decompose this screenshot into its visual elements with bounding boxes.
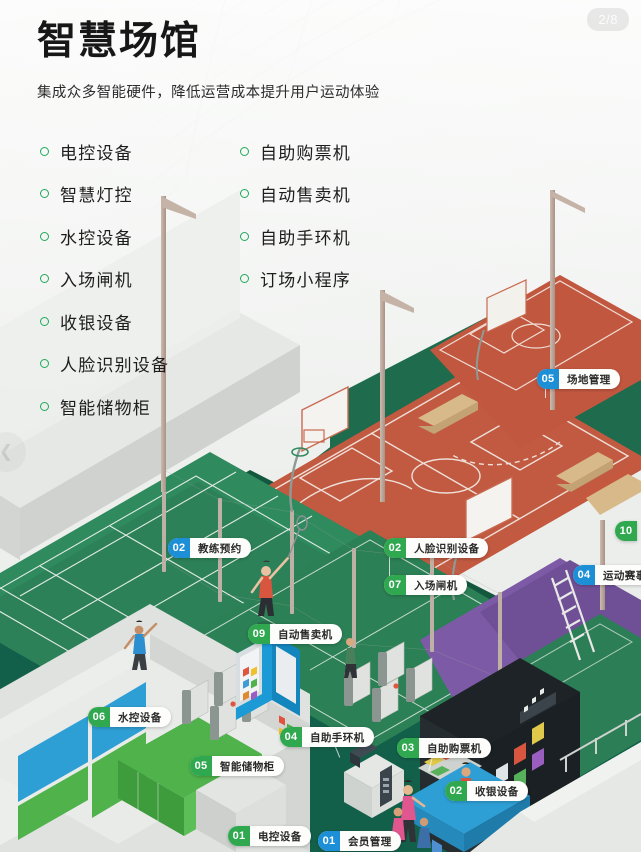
callout-number: 02 <box>384 538 406 558</box>
callout-number: 02 <box>168 538 190 558</box>
feature-label: 智慧灯控 <box>60 186 133 206</box>
callout-02-教练预约[interactable]: 02 教练预约 <box>168 538 251 558</box>
leader-line-facial <box>389 548 390 576</box>
circle-outline-icon <box>40 359 49 369</box>
circle-outline-icon <box>40 189 49 199</box>
feature-label: 智能储物柜 <box>60 398 151 418</box>
callout-label: 自助手环机 <box>310 731 365 744</box>
circle-outline-icon <box>40 401 49 411</box>
callout-03-自助购票机[interactable]: 03 自助购票机 <box>397 738 491 758</box>
feature-list: 电控设备智慧灯控水控设备入场闸机收银设备人脸识别设备智能储物柜 自助购票机自动售卖… <box>40 130 460 428</box>
page-indicator: 2/8 <box>587 8 629 31</box>
circle-outline-icon <box>40 316 49 326</box>
callout-label: 水控设备 <box>118 711 162 724</box>
callout-label: 自动售卖机 <box>278 628 333 641</box>
feature-item-left-5: 人脸识别设备 <box>40 343 210 386</box>
callout-label: 电控设备 <box>258 830 302 843</box>
feature-item-right-2: 自助手环机 <box>240 215 410 258</box>
circle-outline-icon <box>40 146 49 156</box>
callout-number: 06 <box>88 707 110 727</box>
callout-number: 03 <box>397 738 419 758</box>
callout-number: 07 <box>384 575 406 595</box>
page-subtitle: 集成众多智能硬件，降低运营成本提升用户运动体验 <box>37 84 380 101</box>
callout-label: 智能储物柜 <box>220 760 275 773</box>
callout-number: 05 <box>537 369 559 389</box>
callout-number: 01 <box>228 826 250 846</box>
callout-label: 运动赛事 <box>603 569 641 582</box>
feature-item-left-6: 智能储物柜 <box>40 385 210 428</box>
feature-label: 订场小程序 <box>260 271 351 291</box>
feature-label: 水控设备 <box>60 228 133 248</box>
circle-outline-icon <box>240 274 249 284</box>
header-block: 智慧场馆 集成众多智能硬件，降低运营成本提升用户运动体验 <box>37 20 597 102</box>
feature-item-left-2: 水控设备 <box>40 215 210 258</box>
feature-label: 收银设备 <box>60 313 133 333</box>
feature-item-left-1: 智慧灯控 <box>40 173 210 216</box>
feature-item-left-3: 入场闸机 <box>40 258 210 301</box>
circle-outline-icon <box>40 231 49 241</box>
callout-number: 10 <box>615 521 637 541</box>
feature-label: 入场闸机 <box>60 271 133 291</box>
callout-01-会员管理[interactable]: 01 会员管理 <box>318 831 401 851</box>
callout-label: 自助购票机 <box>427 742 482 755</box>
callout-label: 会员管理 <box>348 835 392 848</box>
callout-label: 教练预约 <box>198 542 242 555</box>
callout-label: 入场闸机 <box>414 579 458 592</box>
feature-label: 人脸识别设备 <box>60 356 170 376</box>
callout-number: 04 <box>573 565 595 585</box>
feature-label: 电控设备 <box>60 143 133 163</box>
callout-number: 01 <box>318 831 340 851</box>
callout-label: 收银设备 <box>475 785 519 798</box>
callout-04-自助手环机[interactable]: 04 自助手环机 <box>280 727 374 747</box>
feature-label: 自助购票机 <box>260 143 351 163</box>
feature-label: 自助手环机 <box>260 228 351 248</box>
callout-05-智能储物柜[interactable]: 05 智能储物柜 <box>190 756 284 776</box>
callout-09-自动售卖机[interactable]: 09 自动售卖机 <box>248 624 342 644</box>
feature-item-right-0: 自助购票机 <box>240 130 410 173</box>
circle-outline-icon <box>40 274 49 284</box>
callout-01-电控设备[interactable]: 01 电控设备 <box>228 826 311 846</box>
feature-item-right-3: 订场小程序 <box>240 258 410 301</box>
callout-06-水控设备[interactable]: 06 水控设备 <box>88 707 171 727</box>
callout-number: 09 <box>248 624 270 644</box>
callout-number: 04 <box>280 727 302 747</box>
callout-02-收银设备[interactable]: 02 收银设备 <box>445 781 528 801</box>
callout-05-场地管理[interactable]: 05 场地管理 <box>537 369 620 389</box>
circle-outline-icon <box>240 189 249 199</box>
callout-07-入场闸机[interactable]: 07 入场闸机 <box>384 575 467 595</box>
feature-item-left-0: 电控设备 <box>40 130 210 173</box>
callout-number: 02 <box>445 781 467 801</box>
circle-outline-icon <box>240 231 249 241</box>
callout-number: 05 <box>190 756 212 776</box>
page-title: 智慧场馆 <box>37 20 202 63</box>
callout-02-人脸识别设备[interactable]: 02 人脸识别设备 <box>384 538 489 558</box>
feature-item-right-1: 自动售卖机 <box>240 173 410 216</box>
callout-04-运动赛事[interactable]: 04 运动赛事 <box>573 565 641 585</box>
circle-outline-icon <box>240 146 249 156</box>
feature-label: 自动售卖机 <box>260 186 351 206</box>
callout-10-partial[interactable]: 10 <box>615 521 637 541</box>
callout-label: 场地管理 <box>567 373 611 386</box>
feature-item-left-4: 收银设备 <box>40 300 210 343</box>
callout-label: 人脸识别设备 <box>414 542 480 555</box>
